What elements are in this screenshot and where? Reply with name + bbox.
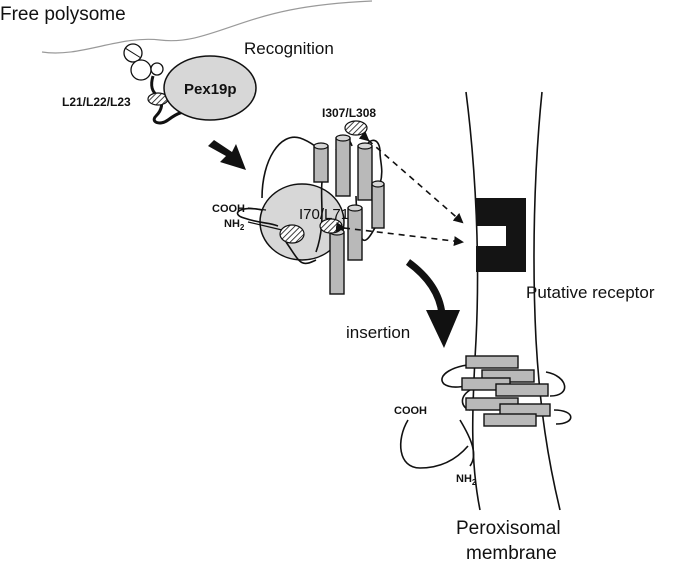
mutation-n-label: L21/L22/L23 [62,95,131,109]
interaction-arrow-c [358,130,464,224]
tm-helix [357,145,373,201]
nh2-bottom-label: NH2 [456,473,477,487]
interaction-arrow-mid [335,222,464,247]
tm-helix [313,145,329,183]
insertion-label: insertion [346,323,410,342]
nh2-top-label: NH2 [224,218,245,232]
ribosome [130,59,152,81]
membrane-label-line2: membrane [466,543,557,564]
insertion-arrow [405,259,446,315]
transition-arrow [208,140,246,170]
hydrophobic-motif-c [344,120,368,136]
nascent-chain [150,75,194,125]
ribosome [150,62,164,76]
free-polysome [41,0,373,125]
recognition-label: Recognition [244,39,334,58]
tm-helix [371,183,385,229]
membrane-label-line1: Peroxisomal [456,518,561,539]
free-polysome-label: Free polysome [0,4,126,25]
hydrophobic-motif-n [279,224,305,244]
putative-receptor-label: Putative receptor [526,283,655,302]
pex19p-protein [163,55,257,121]
tm-helix [347,207,363,261]
mutation-c-label: I307/L308 [322,106,376,120]
pex19p-label: Pex19p [184,81,237,98]
mrna-strand [41,0,373,54]
tm-helix [335,137,351,197]
cooh-top-label: COOH [212,203,245,215]
putative-receptor [476,198,526,272]
inserted-pmp [400,355,572,469]
cooh-bottom-label: COOH [394,405,427,417]
mutation-mid-label: I70/L71 [299,206,349,223]
tm-helix [329,231,345,295]
